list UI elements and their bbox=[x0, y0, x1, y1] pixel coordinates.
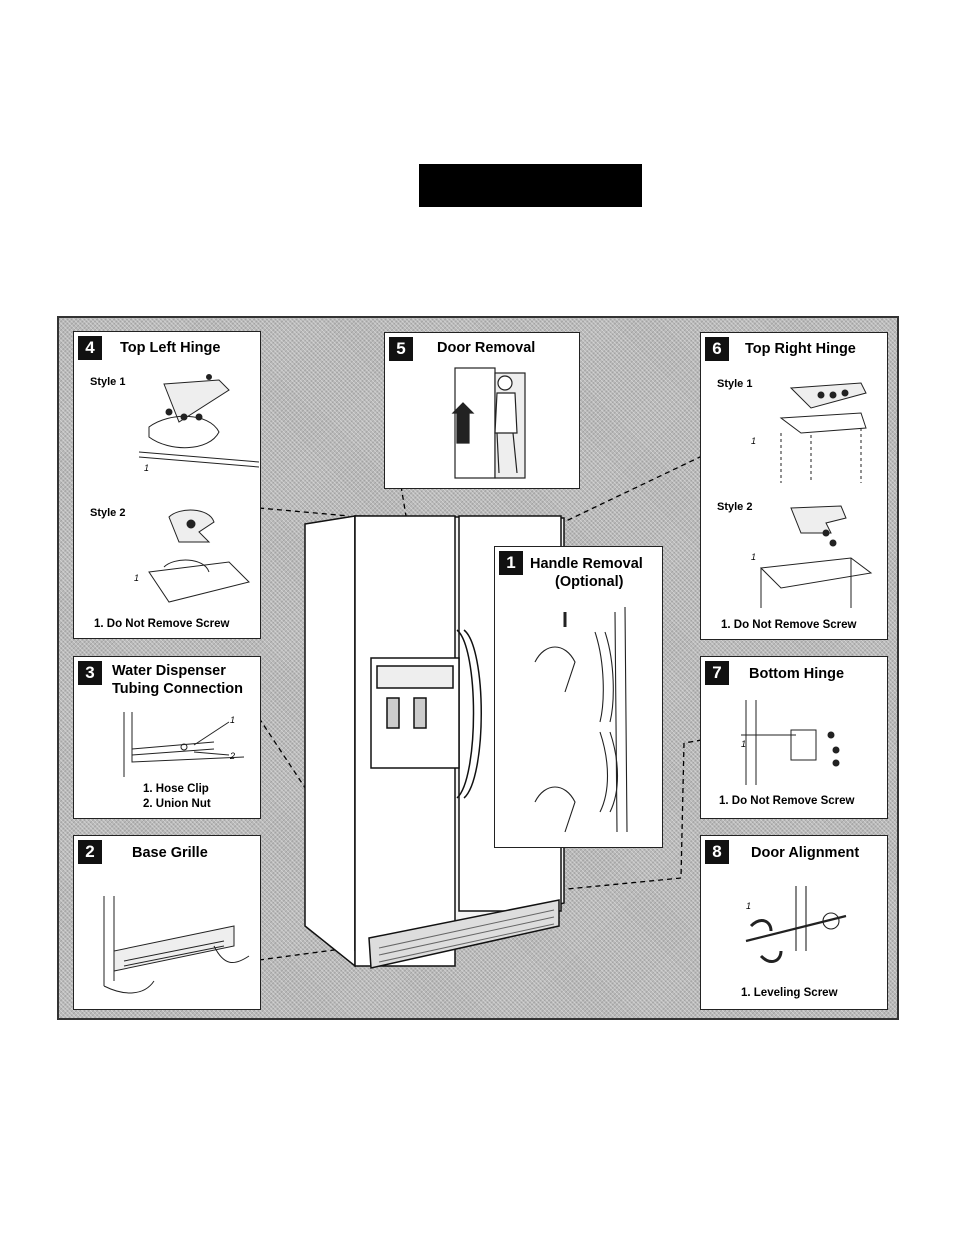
step-number: 4 bbox=[78, 336, 102, 360]
panel-water-dispenser-tubing: 3 Water Dispenser Tubing Connection 1 2 … bbox=[73, 656, 261, 819]
title-bar bbox=[419, 164, 642, 207]
panel-door-alignment: 8 Door Alignment 1 1. Leveling Screw bbox=[700, 835, 888, 1010]
style-1-label: Style 1 bbox=[717, 378, 753, 390]
panel-base-grille: 2 Base Grille bbox=[73, 835, 261, 1010]
panel-title-line-2: Tubing Connection bbox=[112, 681, 244, 697]
panel-note: 1. Leveling Screw bbox=[741, 987, 838, 999]
callout-number: 1 bbox=[751, 436, 757, 446]
door-alignment-drawing bbox=[745, 886, 847, 963]
step-number: 6 bbox=[705, 337, 729, 361]
style-2-label: Style 2 bbox=[717, 501, 753, 513]
panel-title-line-1: Water Dispenser bbox=[112, 663, 226, 679]
panel-top-left-hinge: 4 Top Left Hinge Style 1 1 Style 2 1 1. … bbox=[73, 331, 261, 639]
panel-title: Base Grille bbox=[132, 845, 208, 861]
callout-number: 1 bbox=[751, 552, 757, 562]
panel-note: 1. Do Not Remove Screw bbox=[719, 795, 855, 807]
callout-number: 1 bbox=[741, 739, 747, 749]
panel-note-1: 1. Hose Clip bbox=[143, 783, 209, 795]
top-left-hinge-style1-drawing bbox=[138, 374, 259, 468]
callout-number-2: 2 bbox=[230, 751, 236, 761]
panel-title-line-1: Handle Removal bbox=[530, 556, 643, 572]
panel-bottom-hinge: 7 Bottom Hinge 1 1. Do Not Remove Screw bbox=[700, 656, 888, 819]
base-grille-drawing bbox=[103, 896, 250, 994]
callout-number: 1 bbox=[134, 573, 140, 583]
panel-top-right-hinge: 6 Top Right Hinge Style 1 1 Style 2 1 1.… bbox=[700, 332, 888, 640]
step-number: 3 bbox=[78, 661, 102, 685]
step-number: 5 bbox=[389, 337, 413, 361]
panel-title: Top Right Hinge bbox=[745, 341, 856, 357]
refrigerator-door-removal-diagram: 4 Top Left Hinge Style 1 1 Style 2 1 1. … bbox=[57, 316, 899, 1020]
callout-number-1: 1 bbox=[230, 715, 236, 725]
panel-note-2: 2. Union Nut bbox=[143, 798, 211, 810]
top-right-hinge-style1-drawing bbox=[779, 382, 867, 483]
panel-title-line-2: (Optional) bbox=[555, 574, 624, 590]
water-tubing-drawing bbox=[123, 712, 245, 777]
top-left-hinge-style2-drawing bbox=[148, 509, 250, 603]
step-number: 1 bbox=[499, 551, 523, 575]
panel-handle-removal: 1 Handle Removal (Optional) bbox=[494, 546, 663, 848]
panel-title: Top Left Hinge bbox=[120, 340, 221, 356]
step-number: 7 bbox=[705, 661, 729, 685]
door-removal-drawing bbox=[451, 367, 526, 479]
panel-door-removal: 5 Door Removal bbox=[384, 332, 580, 489]
handle-removal-drawing bbox=[534, 606, 628, 833]
callout-number: 1 bbox=[746, 901, 752, 911]
panel-title: Bottom Hinge bbox=[749, 666, 845, 682]
step-number: 2 bbox=[78, 840, 102, 864]
panel-title: Door Removal bbox=[437, 340, 536, 356]
panel-note: 1. Do Not Remove Screw bbox=[721, 619, 857, 631]
panel-title: Door Alignment bbox=[751, 845, 860, 861]
panel-note: 1. Do Not Remove Screw bbox=[94, 618, 230, 630]
callout-number: 1 bbox=[144, 463, 150, 473]
style-1-label: Style 1 bbox=[90, 376, 126, 388]
bottom-hinge-drawing bbox=[741, 700, 840, 785]
style-2-label: Style 2 bbox=[90, 507, 126, 519]
top-right-hinge-style2-drawing bbox=[759, 505, 873, 608]
step-number: 8 bbox=[705, 840, 729, 864]
